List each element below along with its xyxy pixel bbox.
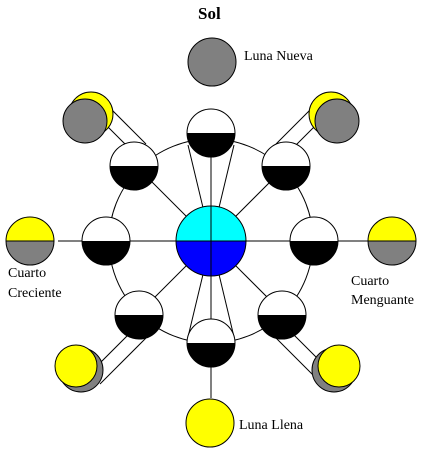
- new-moon: [187, 37, 237, 87]
- earth: [175, 205, 247, 277]
- new-moon-label: Luna Nueva: [244, 49, 313, 64]
- waning-gibbous-moon: [311, 344, 361, 393]
- last-quarter-label-line2: Menguante: [351, 293, 414, 308]
- last-quarter-label-line1: Cuarto: [351, 274, 390, 289]
- waning-crescent-moon: [308, 91, 360, 144]
- first-quarter-label-line1: Cuarto: [8, 266, 47, 281]
- orbit-moon-top: [186, 108, 236, 158]
- first-quarter-label-line2: Creciente: [8, 286, 62, 301]
- orbit-moon-bottom-right: [257, 290, 307, 340]
- orbit-moon-bottom: [186, 318, 236, 368]
- last-quarter-moon: [367, 216, 417, 266]
- waxing-crescent-moon: [62, 91, 114, 144]
- orbit-moon-bottom-left: [114, 290, 164, 340]
- diagram-title: Sol: [198, 4, 221, 23]
- orbit-moon-right: [289, 216, 339, 266]
- full-moon: [185, 398, 235, 448]
- orbit-moon-left: [81, 216, 131, 266]
- first-quarter-moon: [5, 216, 55, 266]
- full-moon-label: Luna Llena: [239, 418, 304, 433]
- waxing-gibbous-moon: [54, 344, 104, 393]
- orbit-moon-top-left: [109, 141, 159, 191]
- orbit-moon-top-right: [261, 141, 311, 191]
